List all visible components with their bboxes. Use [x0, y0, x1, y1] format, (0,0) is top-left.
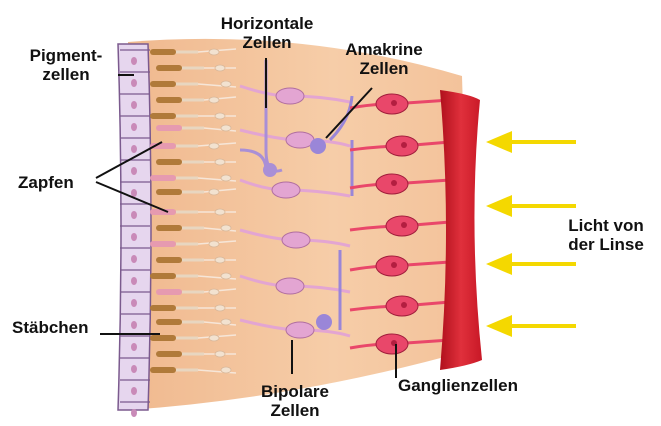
rod-outer-segment: [150, 49, 176, 55]
bipolar-cell-body: [272, 182, 300, 198]
pigment-cell-nucleus: [131, 277, 137, 285]
pigment-cell-nucleus: [131, 365, 137, 373]
pigment-cell-nucleus: [131, 387, 137, 395]
label-rods: Stäbchen: [12, 318, 89, 337]
label-ganglion-cells: Ganglienzellen: [398, 376, 518, 395]
label-bipolar-cells: Bipolare Zellen: [250, 382, 340, 420]
bipolar-cell-body: [286, 132, 314, 148]
pigment-cell-nucleus: [131, 145, 137, 153]
label-pigment-cells: Pigment- zellen: [18, 46, 114, 84]
light-arrow-head: [486, 253, 512, 275]
receptor-cell-body: [215, 351, 225, 357]
pigment-cell-nucleus: [131, 189, 137, 197]
rod-outer-segment: [150, 81, 176, 87]
cone-outer-segment: [150, 241, 176, 247]
bipolar-cell-body: [276, 88, 304, 104]
ganglion-nucleus: [401, 222, 407, 228]
rod-outer-segment: [156, 225, 182, 231]
ganglion-nucleus: [391, 262, 397, 268]
rod-outer-segment: [156, 319, 182, 325]
label-horizontal-line2: Zellen: [207, 33, 327, 52]
pigment-column: [118, 44, 151, 410]
ganglion-nucleus: [391, 100, 397, 106]
receptor-cell-body: [215, 159, 225, 165]
amacrine-cell-body: [310, 138, 326, 154]
cone-outer-segment: [156, 289, 182, 295]
label-licht-line1: Licht von: [556, 216, 656, 235]
horizontal-cell-body: [263, 163, 277, 177]
receptor-cell-body: [209, 189, 219, 195]
receptor-cell-body: [221, 367, 231, 373]
pigment-cell-nucleus: [131, 321, 137, 329]
receptor-cell-body: [221, 175, 231, 181]
pigment-cell-nucleus: [131, 211, 137, 219]
receptor-cell-body: [215, 257, 225, 263]
receptor-cell-body: [221, 273, 231, 279]
rod-outer-segment: [150, 113, 176, 119]
label-pigment-line1: Pigment-: [18, 46, 114, 65]
pigment-cell-nucleus: [131, 79, 137, 87]
receptor-cell-body: [221, 319, 231, 325]
pigment-cell-nucleus: [131, 299, 137, 307]
bipolar-cell-body: [286, 322, 314, 338]
label-horizontal-cells: Horizontale Zellen: [207, 14, 327, 52]
pigment-cell-layer: [118, 44, 151, 417]
label-cones: Zapfen: [18, 173, 74, 192]
rod-outer-segment: [156, 159, 182, 165]
rod-outer-segment: [150, 335, 176, 341]
rod-outer-segment: [156, 189, 182, 195]
rod-outer-segment: [156, 65, 182, 71]
label-amakrine-line1: Amakrine: [334, 40, 434, 59]
receptor-cell-body: [221, 81, 231, 87]
label-horizontal-line1: Horizontale: [207, 14, 327, 33]
ganglion-nucleus: [401, 142, 407, 148]
label-pigment-line2: zellen: [18, 65, 114, 84]
receptor-cell-body: [209, 97, 219, 103]
pigment-cell-nucleus: [131, 255, 137, 263]
cone-outer-segment: [150, 175, 176, 181]
rod-outer-segment: [156, 351, 182, 357]
cone-outer-segment: [156, 125, 182, 131]
ganglion-nucleus: [391, 180, 397, 186]
label-amakrine-line2: Zellen: [334, 59, 434, 78]
rod-outer-segment: [156, 97, 182, 103]
label-bipolare-line1: Bipolare: [250, 382, 340, 401]
label-licht-line2: der Linse: [556, 235, 656, 254]
receptor-cell-body: [209, 241, 219, 247]
amacrine-cell-body: [316, 314, 332, 330]
rod-outer-segment: [156, 257, 182, 263]
ganglion-nucleus: [401, 302, 407, 308]
label-amacrine-cells: Amakrine Zellen: [334, 40, 434, 78]
rod-outer-segment: [150, 305, 176, 311]
receptor-cell-body: [209, 143, 219, 149]
receptor-cell-body: [209, 335, 219, 341]
pigment-cell-nucleus: [131, 409, 137, 417]
receptor-cell-body: [215, 65, 225, 71]
receptor-cell-body: [221, 125, 231, 131]
bipolar-cell-body: [282, 232, 310, 248]
pigment-cell-nucleus: [131, 57, 137, 65]
label-light-from-lens: Licht von der Linse: [556, 216, 656, 254]
receptor-cell-body: [209, 289, 219, 295]
receptor-cell-body: [215, 305, 225, 311]
pigment-cell-nucleus: [131, 123, 137, 131]
pigment-cell-nucleus: [131, 101, 137, 109]
receptor-cell-body: [221, 225, 231, 231]
pigment-cell-nucleus: [131, 343, 137, 351]
light-arrow-head: [486, 131, 512, 153]
bipolar-cell-body: [276, 278, 304, 294]
rod-outer-segment: [150, 367, 176, 373]
pigment-cell-nucleus: [131, 167, 137, 175]
light-arrow-head: [486, 315, 512, 337]
label-bipolare-line2: Zellen: [250, 401, 340, 420]
pigment-cell-nucleus: [131, 233, 137, 241]
receptor-cell-body: [215, 113, 225, 119]
nerve-fiber-layer: [440, 90, 482, 370]
light-arrow-head: [486, 195, 512, 217]
receptor-cell-body: [215, 209, 225, 215]
rod-outer-segment: [150, 273, 176, 279]
